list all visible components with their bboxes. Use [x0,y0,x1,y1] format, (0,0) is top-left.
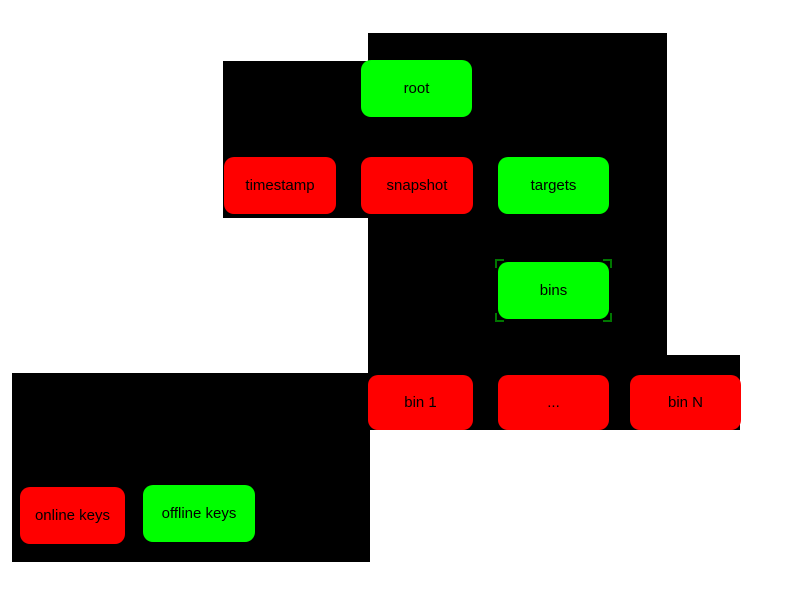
node-label-snapshot: snapshot [386,177,448,194]
node-targets[interactable]: targets [498,157,609,214]
node-bin-ellipsis[interactable]: ... [498,375,609,430]
node-label-offline-keys: offline keys [161,505,237,522]
node-label-bin-1: bin 1 [404,394,437,411]
node-bins[interactable]: bins [495,259,612,322]
node-label-online-keys: online keys [34,507,111,524]
node-label-targets: targets [530,177,577,194]
node-bin-n[interactable]: bin N [630,375,741,430]
node-bin-1[interactable]: bin 1 [368,375,473,430]
node-label-root: root [403,80,430,97]
node-label-timestamp: timestamp [245,177,315,194]
node-offline-keys[interactable]: offline keys [143,485,255,542]
node-label-bins: bins [539,282,568,299]
node-snapshot[interactable]: snapshot [361,157,473,214]
node-label-bin-ellipsis: ... [547,394,560,411]
node-online-keys[interactable]: online keys [20,487,125,544]
node-root[interactable]: root [361,60,472,117]
node-label-bin-n: bin N [667,394,704,411]
node-timestamp[interactable]: timestamp [224,157,336,214]
